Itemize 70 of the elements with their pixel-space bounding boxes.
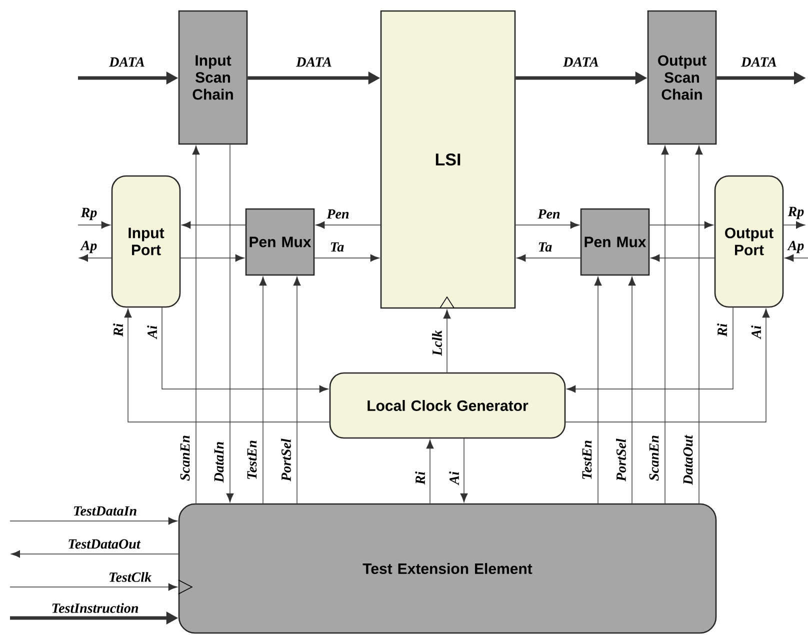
edge-label: TestEn: [247, 440, 257, 479]
edge-label: Pen: [538, 209, 560, 219]
scan-chain-box: Output Scan Chain: [647, 10, 717, 145]
arrow: [426, 440, 434, 504]
test-element-box: Test Extension Element: [178, 503, 717, 634]
edge-label: Ri: [717, 323, 727, 337]
arrow: [784, 254, 808, 262]
clock-generator-box: Local Clock Generator: [329, 372, 566, 439]
edge-label: PortSel: [281, 438, 291, 482]
arrow: [783, 221, 805, 229]
edge-label: DATA: [563, 57, 598, 67]
arrow: [79, 254, 112, 262]
arrow: [515, 221, 580, 229]
arrow: [565, 308, 770, 422]
port-box: Input Port: [111, 175, 181, 308]
arrow: [192, 146, 200, 504]
arrow: [226, 144, 234, 502]
edge-label: TestEn: [582, 440, 592, 479]
lsi-box: LSI: [380, 10, 516, 309]
edge-label: Ai: [449, 471, 459, 486]
arrow: [162, 307, 328, 393]
port-box: Output Port: [714, 175, 784, 308]
arrow: [78, 221, 110, 229]
arrow: [460, 438, 468, 502]
edge-label: DataOut: [683, 434, 693, 485]
arrow: [124, 308, 330, 422]
arrow: [182, 221, 246, 229]
edge-label: TestClk: [110, 572, 152, 582]
arrow: [10, 517, 178, 525]
edge-label: DATA: [741, 57, 776, 67]
mux-box: Pen Mux: [245, 208, 315, 276]
arrow: [695, 146, 703, 504]
scan-chain-box: Input Scan Chain: [178, 10, 248, 145]
edge-label: Ai: [751, 325, 761, 340]
edge-label: DataIn: [214, 442, 224, 483]
arrow: [516, 254, 581, 262]
arrow: [316, 221, 381, 229]
arrow: [11, 550, 179, 558]
arrow: [293, 276, 301, 504]
edge-label: ScanEn: [180, 436, 190, 481]
edge-label: Pen: [326, 209, 349, 219]
arrow: [628, 276, 636, 504]
arrow: [661, 146, 669, 504]
edge-label: Ap: [80, 240, 97, 254]
arrow: [10, 583, 178, 591]
arrow: [443, 310, 451, 373]
edge-label: Ri: [415, 471, 425, 485]
edge-label: ScanEn: [649, 436, 659, 481]
edge-label: PortSel: [616, 438, 626, 482]
arrow: [180, 254, 244, 262]
edge-label: Ta: [538, 242, 552, 252]
edge-label: TestDataOut: [68, 539, 141, 549]
edge-label: TestInstruction: [52, 603, 138, 613]
arrow: [650, 254, 715, 262]
mux-box: Pen Mux: [580, 208, 650, 276]
edge-label: Ai: [147, 325, 157, 340]
edge-label: Ap: [787, 240, 804, 254]
edge-label: Rp: [80, 208, 97, 220]
edge-label: DATA: [296, 57, 332, 67]
arrow: [259, 276, 267, 504]
edge-label: Ta: [330, 242, 344, 252]
edge-label: Ri: [113, 323, 123, 337]
arrow: [566, 307, 734, 393]
arrow: [314, 254, 380, 262]
edge-label: DATA: [109, 57, 144, 67]
arrow: [594, 276, 602, 504]
edge-label: TestDataIn: [74, 506, 136, 516]
edge-label: Rp: [788, 206, 804, 220]
edge-label: Lclk: [432, 330, 442, 356]
arrow: [649, 221, 714, 229]
